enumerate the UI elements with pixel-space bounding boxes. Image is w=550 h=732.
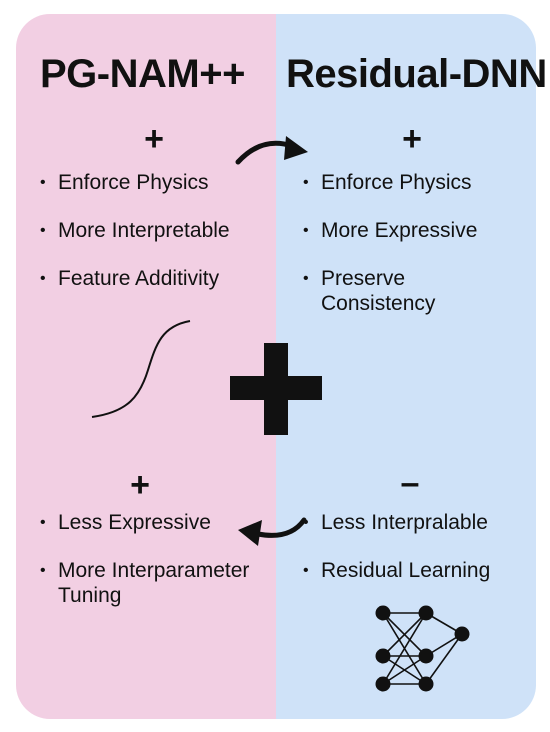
neural-network-icon <box>382 612 463 685</box>
residual-dnn-cons-sign: – <box>400 464 420 502</box>
residual-dnn-cons-list: Less Interpralable Residual Learning <box>303 510 490 583</box>
list-item: More Interparameter Tuning <box>40 558 249 608</box>
list-item-line: Consistency <box>321 292 436 315</box>
curved-arrow-left-icon <box>238 517 307 546</box>
residual-dnn-title: Residual-DNN <box>286 52 547 96</box>
pg-nam-cons-sign: + <box>130 466 150 504</box>
neural-network-nodes <box>375 605 470 692</box>
list-item-line: More Interparameter <box>58 559 250 582</box>
residual-dnn-pros-sign: + <box>402 120 422 158</box>
sigmoid-curve-icon <box>91 320 191 418</box>
pg-nam-cons-list: Less Expressive More Interparameter Tuni… <box>40 510 249 608</box>
pg-nam-title: PG-NAM++ <box>40 52 245 96</box>
residual-dnn-panel <box>276 14 536 719</box>
pg-nam-pros-sign: + <box>144 120 164 158</box>
list-item: More Expressive <box>303 218 477 243</box>
list-item-line: Tuning <box>58 584 122 607</box>
list-item: Residual Learning <box>303 558 490 583</box>
list-item: Enforce Physics <box>40 170 230 195</box>
list-item: Feature Additivity <box>40 266 230 291</box>
list-item: Preserve Consistency <box>303 266 477 316</box>
list-item: Less Interpralable <box>303 510 490 535</box>
curved-arrow-right-icon <box>235 136 308 165</box>
list-item: Enforce Physics <box>303 170 477 195</box>
list-item: More Interpretable <box>40 218 230 243</box>
residual-dnn-pros-list: Enforce Physics More Expressive Preserve… <box>303 170 477 316</box>
big-plus-icon <box>230 343 322 435</box>
list-item-line: Preserve <box>321 267 406 290</box>
list-item: Less Expressive <box>40 510 249 535</box>
pg-nam-pros-list: Enforce Physics More Interpretable Featu… <box>40 170 230 291</box>
